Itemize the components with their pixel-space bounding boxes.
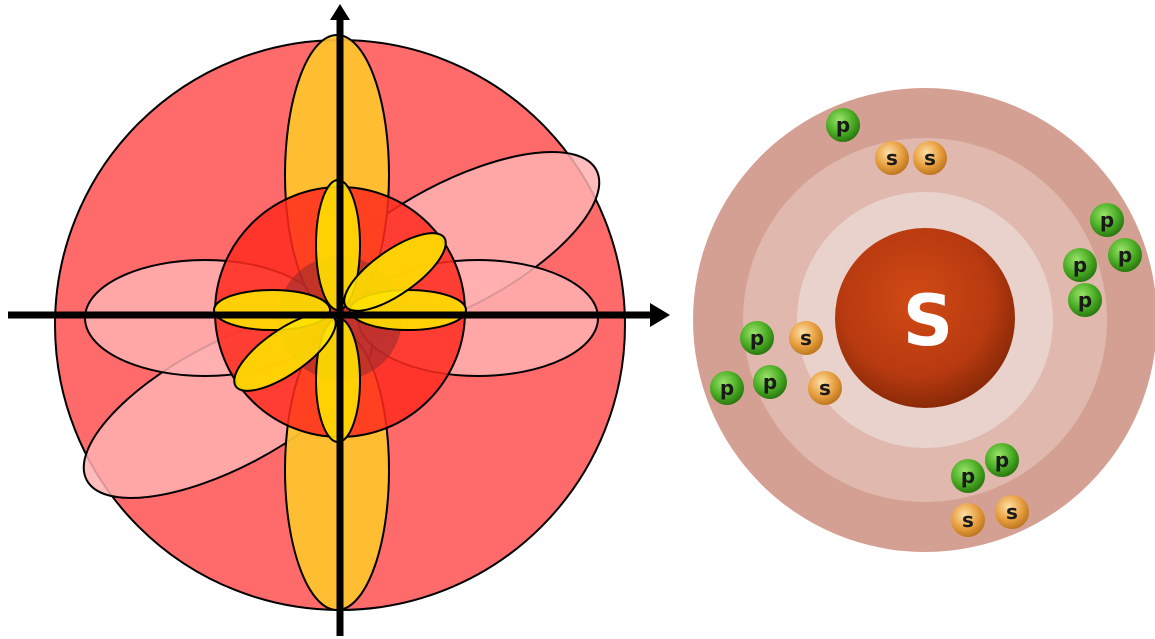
- yellow-orbital-lobe: [343, 232, 447, 312]
- electron-label: p: [1078, 288, 1092, 312]
- electron-sphere: [808, 371, 842, 405]
- electron-s: s: [789, 321, 823, 355]
- electron-sphere: [1090, 203, 1124, 237]
- electron-p: p: [740, 321, 774, 355]
- electron-p: p: [1108, 238, 1142, 272]
- electron-s: s: [913, 141, 947, 175]
- nucleus-label: S: [903, 280, 953, 362]
- electron-sphere: [951, 503, 985, 537]
- electron-sphere: [1063, 248, 1097, 282]
- electron-p: p: [753, 365, 787, 399]
- electron-p: p: [951, 459, 985, 493]
- nucleus: [835, 228, 1015, 408]
- orbital-diagram: [8, 4, 670, 636]
- electron-label: s: [924, 146, 936, 170]
- electron-p: p: [710, 371, 744, 405]
- electron-sphere: [740, 321, 774, 355]
- electron-p: p: [985, 443, 1019, 477]
- electron-sphere: [710, 371, 744, 405]
- electron-label: s: [800, 326, 812, 350]
- electron-label: p: [1118, 243, 1132, 267]
- electron-label: p: [961, 464, 975, 488]
- electron-label: p: [836, 113, 850, 137]
- x-axis-arrowhead: [650, 303, 670, 327]
- electron-label: p: [1100, 208, 1114, 232]
- electron-sphere: [753, 365, 787, 399]
- electron-sphere: [985, 443, 1019, 477]
- electron-label: s: [819, 376, 831, 400]
- electron-label: s: [962, 508, 974, 532]
- electron-label: p: [750, 326, 764, 350]
- electron-label: p: [720, 376, 734, 400]
- electron-p: p: [1063, 248, 1097, 282]
- electron-sphere: [826, 108, 860, 142]
- electron-label: s: [1006, 500, 1018, 524]
- electron-s: s: [808, 371, 842, 405]
- electron-sphere: [995, 495, 1029, 529]
- electron-sphere: [1108, 238, 1142, 272]
- electron-label: p: [995, 448, 1009, 472]
- electron-p: p: [1090, 203, 1124, 237]
- electron-s: s: [951, 503, 985, 537]
- electron-sphere: [789, 321, 823, 355]
- electron-sphere: [951, 459, 985, 493]
- electron-s: s: [875, 141, 909, 175]
- electron-label: s: [886, 146, 898, 170]
- electron-p: p: [826, 108, 860, 142]
- electron-p: p: [1068, 283, 1102, 317]
- electron-label: p: [763, 370, 777, 394]
- electron-sphere: [1068, 283, 1102, 317]
- electron-label: p: [1073, 253, 1087, 277]
- electron-sphere: [875, 141, 909, 175]
- electron-sphere: [913, 141, 947, 175]
- y-axis-arrowhead: [330, 4, 350, 20]
- electron-s: s: [995, 495, 1029, 529]
